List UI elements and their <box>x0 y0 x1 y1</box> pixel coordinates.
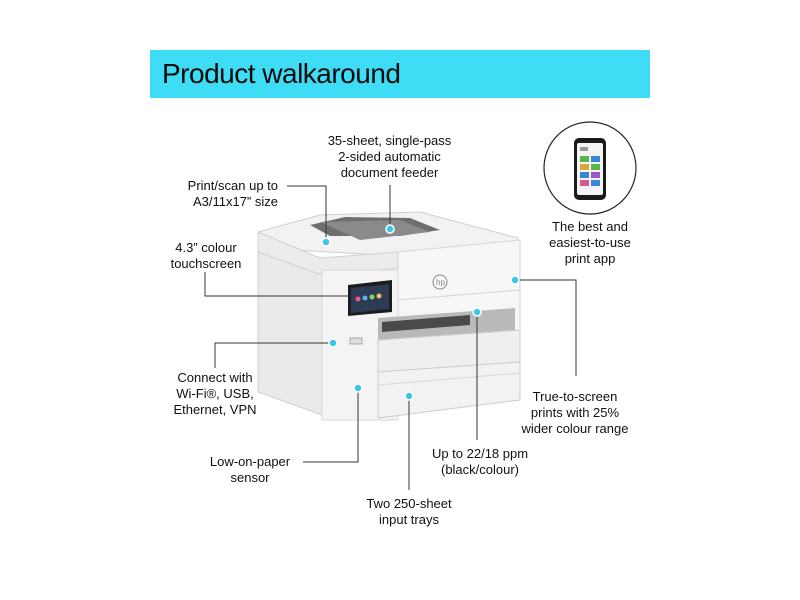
callout-dot <box>321 237 331 247</box>
callout-line: Up to 22/18 ppm <box>431 446 529 461</box>
callout-line: touchscreen <box>170 256 242 271</box>
callout-line: Print/scan up to <box>187 178 278 193</box>
callout-print-scan: Print/scan up to A3/11x17” size <box>168 178 278 210</box>
callout-line: Ethernet, VPN <box>173 402 257 417</box>
callout-line: Wi-Fi®, USB, <box>176 386 254 401</box>
callout-dot <box>385 224 395 234</box>
callout-line: Two 250-sheet <box>366 496 452 511</box>
callout-line: Low-on-paper <box>209 454 291 469</box>
callout-line: (black/colour) <box>440 462 520 477</box>
callout-line: wider colour range <box>521 421 629 436</box>
callout-app: The best and easiest-to-use print app <box>530 219 650 267</box>
callout-line: A3/11x17” size <box>192 194 278 209</box>
page-title: Product walkaround <box>162 58 401 89</box>
callout-feeder: 35-sheet, single-pass 2-sided automatic … <box>312 133 467 181</box>
callout-line: prints with 25% <box>530 405 620 420</box>
callout-line: sensor <box>230 470 270 485</box>
callout-dot <box>328 338 338 348</box>
leader-lines <box>204 185 577 490</box>
callout-dots <box>321 224 520 401</box>
callout-dot <box>353 383 363 393</box>
callout-true-screen: True-to-screen prints with 25% wider col… <box>510 389 640 437</box>
callout-connect: Connect with Wi-Fi®, USB, Ethernet, VPN <box>160 370 270 418</box>
callout-low-paper: Low-on-paper sensor <box>200 454 300 486</box>
printer-illustration: hp <box>257 211 521 421</box>
callout-dot <box>472 307 482 317</box>
callout-line: document feeder <box>340 165 439 180</box>
callout-line: input trays <box>379 512 439 527</box>
phone-app-illustration <box>543 121 637 215</box>
callout-line: 4.3” colour <box>175 240 237 255</box>
callout-line: print app <box>564 251 616 266</box>
callout-line: 2-sided automatic <box>338 149 441 164</box>
callout-speed: Up to 22/18 ppm (black/colour) <box>420 446 540 478</box>
callout-line: 35-sheet, single-pass <box>327 133 452 148</box>
title-banner: Product walkaround <box>150 50 650 98</box>
callout-dot <box>510 275 520 285</box>
callout-dot <box>404 391 414 401</box>
callout-line: easiest-to-use <box>549 235 631 250</box>
callout-line: The best and <box>552 219 628 234</box>
callout-trays: Two 250-sheet input trays <box>354 496 464 528</box>
callout-touchscreen: 4.3” colour touchscreen <box>156 240 256 272</box>
hp-logo: hp <box>436 278 445 287</box>
callout-line: True-to-screen <box>532 389 618 404</box>
callout-line: Connect with <box>177 370 253 385</box>
